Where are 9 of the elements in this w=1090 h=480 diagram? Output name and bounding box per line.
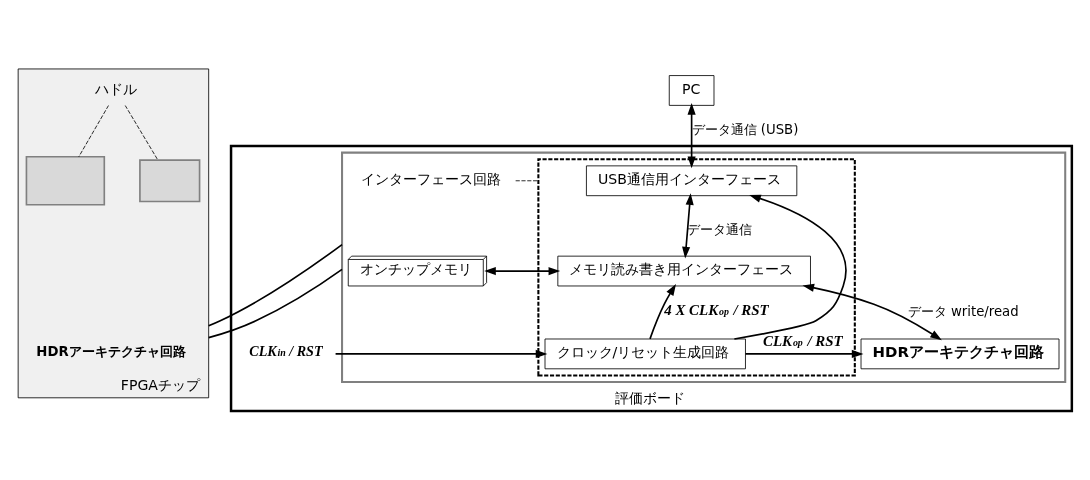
- edge-label: CLKop / RST: [763, 332, 843, 349]
- node-text: CLKin / RST: [249, 343, 323, 360]
- node-text: ハドル: [95, 80, 138, 97]
- edge-label: データ通信: [687, 221, 753, 237]
- edge-label: データ write/read: [907, 303, 1019, 319]
- node-text: インターフェース回路: [360, 171, 501, 188]
- edge-label: データ通信 (USB): [691, 122, 799, 138]
- edge-label: 4 X CLKop / RST: [664, 302, 769, 319]
- node-text: HDRアーキテクチャ回路: [36, 344, 186, 360]
